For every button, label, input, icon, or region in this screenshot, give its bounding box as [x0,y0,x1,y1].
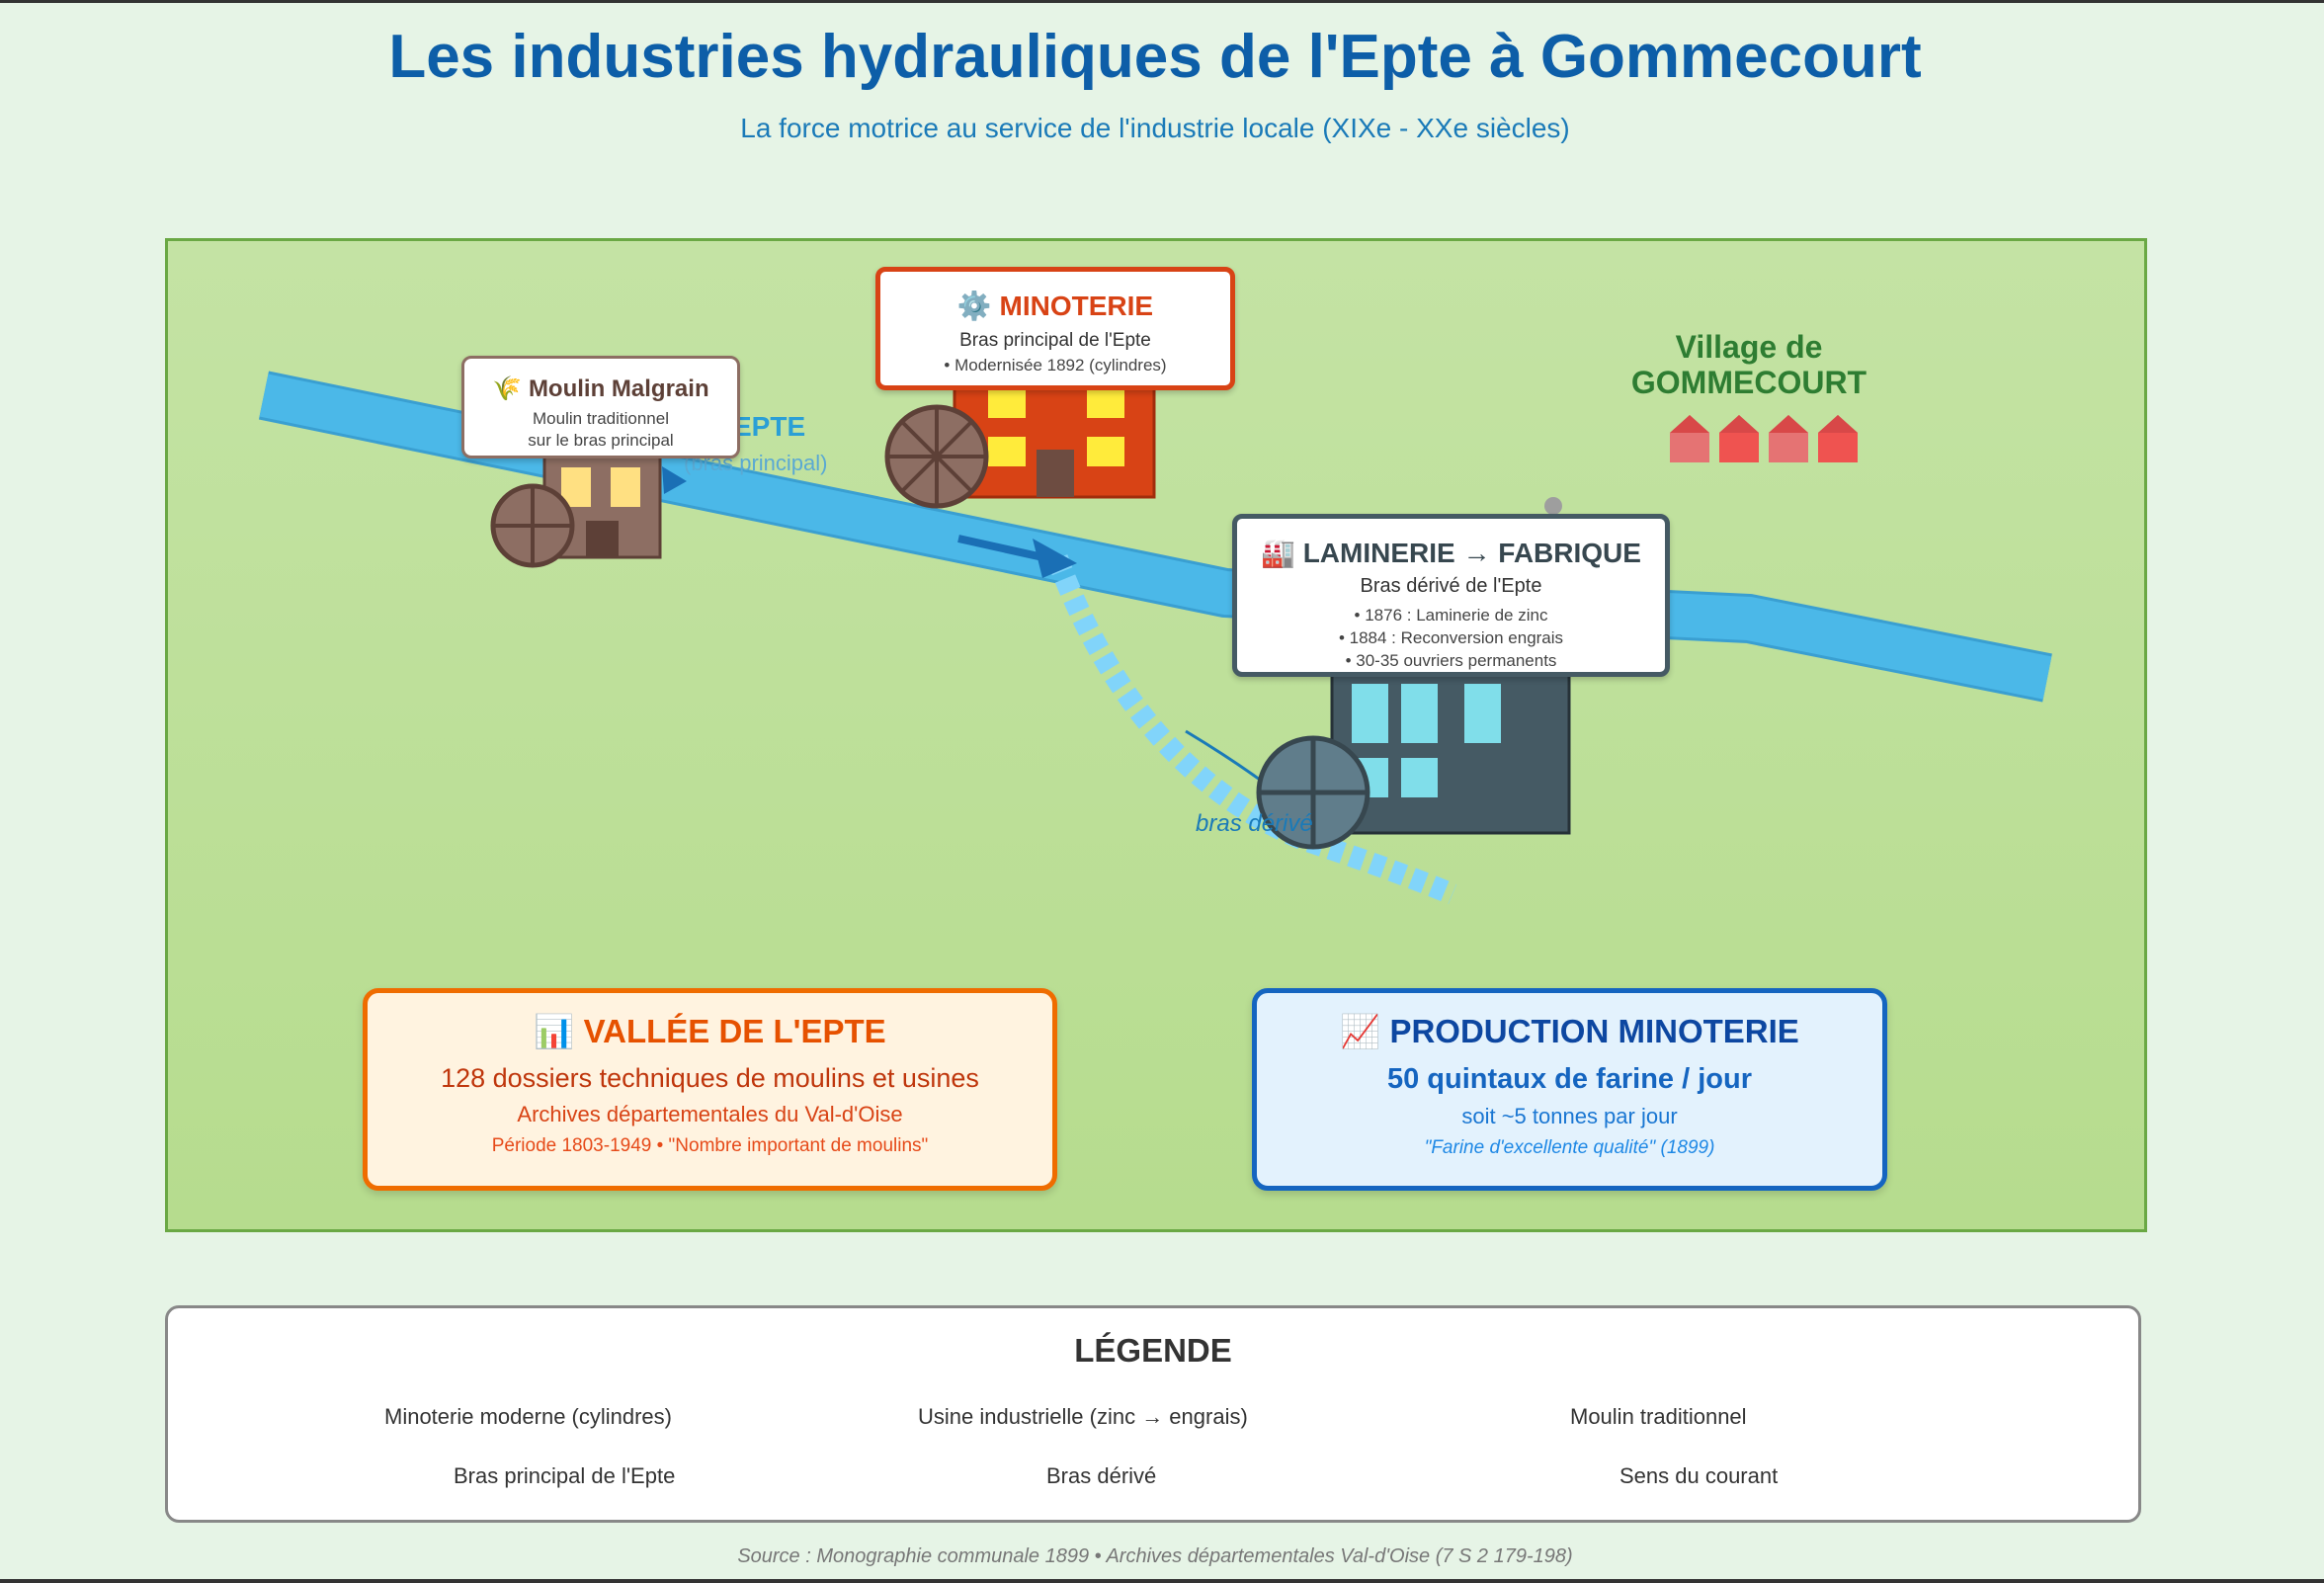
moulin-line1: Moulin traditionnel [533,409,669,428]
legend-item-current: Sens du courant [1619,1463,1779,1488]
moulin-title: 🌾 Moulin Malgrain [464,375,737,403]
moulin-waterwheel [490,483,575,568]
production-info-box: 📈 PRODUCTION MINOTERIE 50 quintaux de fa… [1252,988,1887,1191]
minoterie-building [953,372,1156,499]
bottom-border [0,1579,2324,1583]
minoterie-card: ⚙️ MINOTERIE Bras principal de l'Epte • … [875,267,1235,390]
branch-label: bras dérivé [1196,810,1313,837]
bar-chart-icon: 📊 [534,1013,575,1049]
legend-item-branch: Bras dérivé [1046,1463,1157,1488]
factory-icon: 🏭 [1261,538,1295,568]
production-line3: "Farine d'excellente qualité" (1899) [1424,1137,1715,1158]
laminerie-card: 🏭 LAMINERIE → FABRIQUE Bras dérivé de l'… [1232,514,1670,677]
laminerie-fact: • 1876 : Laminerie de zinc [1354,606,1548,625]
minoterie-title: ⚙️ MINOTERIE [880,290,1230,322]
laminerie-line1: Bras dérivé de l'Epte [1360,575,1542,597]
laminerie-building [1330,650,1571,835]
production-line1: 50 quintaux de farine / jour [1386,1063,1752,1095]
laminerie-waterwheel [1256,735,1370,850]
source-note: Source : Monographie communale 1899 • Ar… [737,1545,1573,1567]
current-arrow-small [662,466,687,494]
village-line1: Village de [1675,329,1823,365]
current-arrow [957,535,1077,578]
vallee-info-box: 📊 VALLÉE DE L'EPTE 128 dossiers techniqu… [363,988,1057,1191]
vallee-title: 📊 VALLÉE DE L'EPTE [368,1013,1052,1051]
production-title-text: PRODUCTION MINOTERIE [1389,1013,1799,1049]
legend-item-main-river: Bras principal de l'Epte [454,1463,676,1488]
trend-chart-icon: 📈 [1340,1013,1381,1049]
minoterie-title-text: MINOTERIE [999,291,1154,321]
vallee-line2: Archives départementales du Val-d'Oise [517,1102,903,1126]
minoterie-line1: Bras principal de l'Epte [959,330,1151,351]
vallee-title-text: VALLÉE DE L'EPTE [583,1013,886,1049]
laminerie-fact: • 30-35 ouvriers permanents [1345,651,1557,670]
village-line2: GOMMECOURT [1630,365,1868,400]
laminerie-title: 🏭 LAMINERIE → FABRIQUE [1237,537,1665,569]
minoterie-line2: • Modernisée 1892 (cylindres) [944,356,1167,375]
legend-title: LÉGENDE [1074,1332,1232,1369]
legend-item-usine: Usine industrielle (zinc → engrais) [918,1404,1248,1429]
page-title: Les industries hydrauliques de l'Epte à … [388,23,1922,91]
production-title: 📈 PRODUCTION MINOTERIE [1257,1013,1882,1051]
legend-item-moulin: Moulin traditionnel [1570,1404,1747,1429]
page-subtitle: La force motrice au service de l'industr… [740,113,1570,143]
production-line2: soit ~5 tonnes par jour [1461,1104,1678,1128]
legend-item-minoterie: Minoterie moderne (cylindres) [384,1404,672,1429]
gear-icon: ⚙️ [956,291,992,321]
village-label: Village de GOMMECOURT [1571,329,1927,400]
laminerie-title-text: LAMINERIE → FABRIQUE [1302,538,1641,568]
wheat-icon: 🌾 [492,375,523,402]
legend-box: LÉGENDE [165,1305,2141,1523]
minoterie-waterwheel [884,404,989,509]
river-name-label: EPTE [733,411,806,442]
village-marker [1544,497,1562,515]
moulin-card: 🌾 Moulin Malgrain Moulin traditionnel su… [461,356,740,458]
vallee-line1: 128 dossiers techniques de moulins et us… [441,1063,979,1093]
moulin-line2: sur le bras principal [528,431,674,450]
village-houses [1670,415,1858,462]
top-border [0,0,2324,3]
laminerie-fact: • 1884 : Reconversion engrais [1338,628,1564,647]
vallee-line3: Période 1803-1949 • "Nombre important de… [491,1135,929,1156]
moulin-title-text: Moulin Malgrain [528,375,709,402]
